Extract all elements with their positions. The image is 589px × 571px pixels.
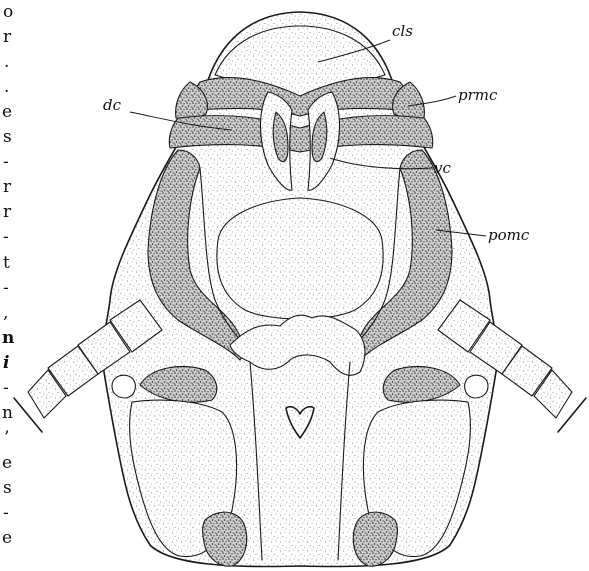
margin-glyph: ’: [4, 428, 9, 448]
margin-glyph: n: [2, 403, 13, 423]
margin-text-column: o r . . e s - r r - t - , n i - n ’ e s …: [2, 2, 14, 548]
central-oval: [217, 198, 383, 319]
margin-glyph: e: [2, 453, 12, 473]
margin-glyph: o: [3, 2, 13, 22]
label-prmc: prmc: [458, 86, 498, 104]
label-cls: cls: [392, 22, 413, 40]
label-vc: vc: [434, 159, 451, 177]
label-pomc: pomc: [488, 226, 530, 244]
margin-glyph: r: [3, 202, 12, 222]
margin-glyph: -: [3, 378, 9, 398]
margin-glyph: e: [2, 102, 12, 122]
margin-glyph: .: [4, 77, 9, 97]
margin-glyph: r: [3, 27, 12, 47]
margin-glyph: e: [2, 528, 12, 548]
lower-left-socket: [112, 375, 135, 398]
margin-glyph: ,: [3, 303, 8, 323]
margin-glyph: -: [3, 278, 9, 298]
margin-glyph: -: [3, 503, 9, 523]
margin-glyph: n: [2, 328, 14, 348]
label-dc: dc: [103, 96, 122, 114]
margin-glyph: -: [3, 227, 9, 247]
lower-right-socket: [465, 375, 488, 398]
margin-glyph: t: [3, 253, 10, 273]
margin-glyph: i: [3, 353, 9, 373]
margin-glyph: r: [3, 177, 12, 197]
margin-glyph: -: [3, 152, 9, 172]
margin-glyph: .: [4, 52, 9, 72]
margin-glyph: s: [3, 478, 12, 498]
margin-glyph: s: [3, 127, 12, 147]
